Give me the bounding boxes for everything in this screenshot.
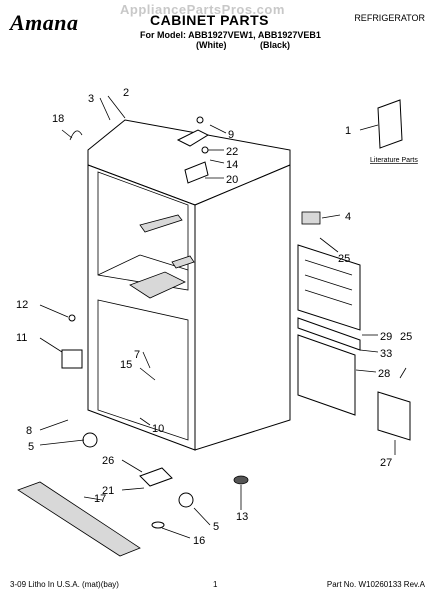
callout-14: 14 (226, 159, 238, 171)
part-1-literature (377, 99, 403, 149)
color-black-label: (Black) (260, 40, 291, 50)
callout-29: 28 (378, 368, 390, 380)
page-title: CABINET PARTS (150, 12, 270, 28)
callout-17: 18 (52, 113, 64, 125)
part-22-grille (17, 481, 141, 557)
callout-28: 29 (380, 331, 392, 343)
part-17-tube (69, 130, 83, 141)
top-hinge (176, 116, 210, 184)
callout-4: 4 (345, 211, 351, 223)
part-16-washer (151, 521, 165, 529)
part-13-foot (233, 475, 249, 485)
callout-9: 9 (228, 129, 234, 141)
callout-26: 26 (102, 455, 114, 467)
callout-33: 33 (380, 348, 392, 360)
callout-10: 11 (16, 332, 27, 344)
part-27-bracket (377, 391, 411, 441)
category-label: REFRIGERATOR (354, 13, 425, 23)
leader-lines (39, 95, 407, 539)
callout-20: 21 (102, 485, 114, 497)
footer-page-number: 1 (213, 580, 218, 589)
callout-15: 15 (120, 359, 132, 371)
part-28-panel (297, 244, 361, 331)
callout-25-upper: 25 (338, 253, 350, 265)
callout-21: 22 (226, 146, 238, 158)
literature-parts-label: Literature Parts (370, 157, 418, 164)
callout-27: 27 (380, 457, 392, 469)
callout-5-left: 5 (28, 441, 34, 453)
callout-18: 20 (226, 174, 238, 186)
cabinet-body (87, 119, 291, 451)
callout-16: 16 (193, 535, 205, 547)
footer-litho: 3-09 Litho In U.S.A. (mat)(bay) (10, 580, 119, 589)
callout-7: 7 (134, 349, 140, 361)
part-5-wheel-right (178, 492, 194, 508)
callout-numbers: 2 3 1 Literature Parts 4 25 18 9 22 14 2… (16, 87, 418, 547)
callout-22: 17 (94, 493, 106, 505)
part-4-plug (301, 211, 321, 225)
callout-1: 1 (345, 125, 351, 137)
callout-8: 8 (26, 425, 32, 437)
part-5-wheel-left (82, 432, 98, 448)
part-26-bracket (139, 467, 173, 487)
callout-13: 13 (236, 511, 248, 523)
color-white-label: (White) (196, 40, 227, 50)
callout-5-right: 5 (213, 521, 219, 533)
callout-11: 10 (152, 423, 164, 435)
callout-2: 2 (123, 87, 129, 99)
callout-12: 12 (16, 299, 28, 311)
part-10-control (61, 349, 83, 369)
part-12-screw (68, 314, 76, 322)
brand-logo: Amana (10, 10, 79, 35)
footer-part-number: Part No. W10260133 Rev.A (326, 580, 425, 589)
callout-25-lower: 25 (400, 331, 412, 343)
part-29-panel (297, 334, 356, 416)
callout-3: 3 (88, 93, 94, 105)
model-line: For Model: ABB1927VEW1, ABB1927VEB1 (140, 30, 321, 40)
watermark: AppliancePartsPros.com (120, 2, 285, 17)
